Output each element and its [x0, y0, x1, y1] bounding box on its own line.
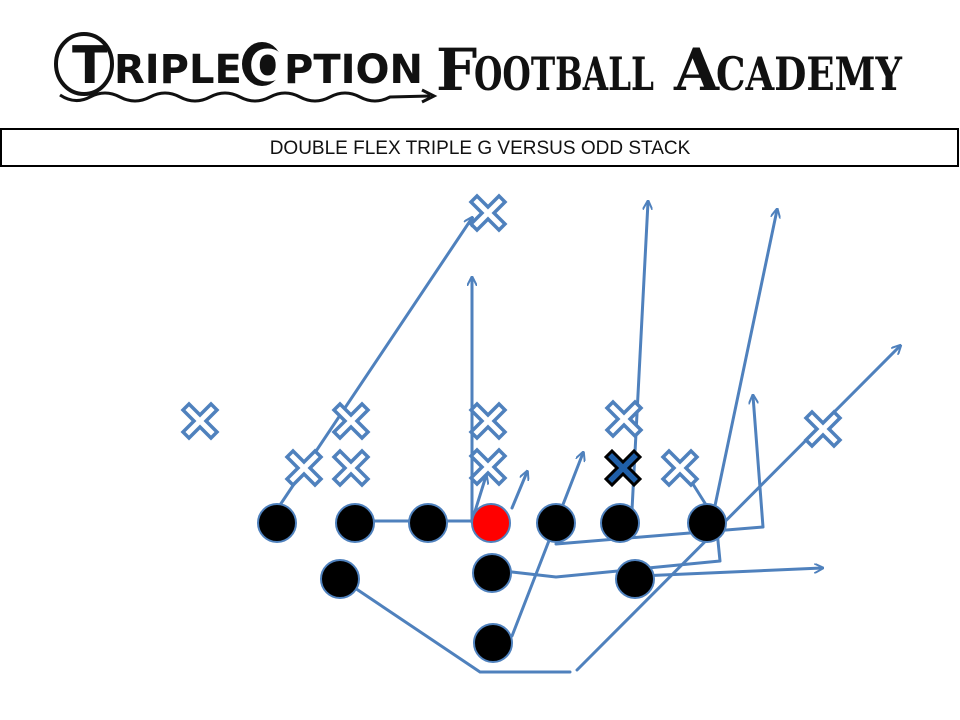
defender-marker: [332, 402, 370, 440]
route-wing-arc-release: [575, 346, 900, 672]
logo-block-rest-cademy: CADEMY: [716, 47, 903, 101]
defender-marker: [285, 449, 323, 487]
offense-tight-end: [687, 503, 727, 543]
logo-underline-arrowhead-icon: [421, 88, 438, 104]
defender-marker: [469, 194, 507, 232]
offense-left-guard: [335, 503, 375, 543]
logo-block-initial-a: A: [673, 36, 720, 104]
offense-center-quarterback: [471, 503, 511, 543]
route-fullback-dive: [510, 453, 583, 638]
defender-marker: [181, 402, 219, 440]
defender-marker: [332, 449, 370, 487]
play-title-bar: DOUBLE FLEX TRIPLE G VERSUS ODD STACK: [0, 128, 959, 167]
logo-script-initial-o: O: [249, 41, 286, 92]
logo-o-circle: [242, 42, 282, 86]
logo-script-initial-t: T: [72, 36, 108, 96]
logo-squiggle-underline: [59, 91, 431, 103]
logo-block-initial-f: F: [436, 36, 477, 104]
defense: [181, 194, 842, 487]
title-border: [0, 128, 959, 167]
route-right-tackle-release: [710, 210, 777, 522]
offense-fullback: [472, 553, 512, 593]
offense-left-tackle: [257, 503, 297, 543]
offense-tailback: [473, 623, 513, 663]
logo-t-circle: [54, 32, 114, 96]
offense-left-wing: [320, 559, 360, 599]
play-title: DOUBLE FLEX TRIPLE G VERSUS ODD STACK: [270, 138, 691, 159]
offense-right-guard: [536, 503, 576, 543]
offense: [257, 503, 727, 663]
offense-right-wing: [615, 559, 655, 599]
defender-marker: [661, 449, 699, 487]
academy-logo: T RIPLE O PTION F OOTBALL A CADEMY: [54, 32, 903, 104]
defender-marker: [469, 448, 507, 486]
defender-marker: [469, 402, 507, 440]
defender-marker: [804, 410, 842, 448]
offense-right-tackle: [600, 503, 640, 543]
logo-block-rest-ootball: OOTBALL: [474, 47, 654, 101]
logo-script-rest-ption: PTION: [284, 47, 423, 93]
logo-script-rest-riple: RIPLE: [114, 47, 242, 93]
offense-left-center-guard: [408, 503, 448, 543]
route-qb-step: [510, 472, 527, 510]
route-flat-release: [638, 568, 822, 578]
route-pitch-back: [338, 576, 572, 674]
